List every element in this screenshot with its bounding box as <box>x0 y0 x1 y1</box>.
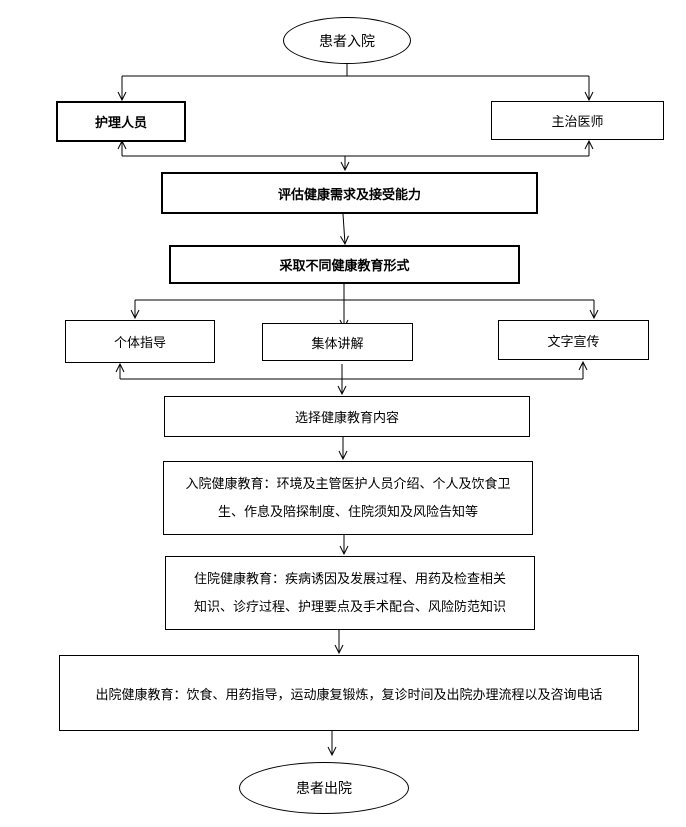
end-node: 患者出院 <box>239 762 409 814</box>
admission-line-2: 生、作息及陪探制度、住院须知及风险告知等 <box>217 505 478 520</box>
group-label: 集体讲解 <box>311 336 364 352</box>
admission-box: 入院健康教育：环境及主管医护人员介绍、个人及饮食卫 生、作息及陪探制度、住院须知… <box>163 461 533 535</box>
assess-box: 评估健康需求及接受能力 <box>161 172 538 214</box>
inpatient-line-1: 住院健康教育：疾病诱因及发展过程、用药及检查相关 <box>193 572 506 587</box>
nurse-box: 护理人员 <box>56 101 186 142</box>
nurse-label: 护理人员 <box>94 116 147 131</box>
inpatient-line-2: 知识、诊疗过程、护理要点及手术配合、风险防范知识 <box>193 600 506 615</box>
discharge-edu-box: 出院健康教育：饮食、用药指导，运动康复锻炼，复诊时间及出院办理流程以及咨询电话 <box>59 655 639 731</box>
written-box: 文字宣传 <box>498 320 649 360</box>
discharge-edu-label: 出院健康教育：饮食、用药指导，运动康复锻炼，复诊时间及出院办理流程以及咨询电话 <box>95 687 603 703</box>
start-node: 患者入院 <box>283 17 411 64</box>
inpatient-box: 住院健康教育：疾病诱因及发展过程、用药及检查相关 知识、诊疗过程、护理要点及手术… <box>165 556 535 630</box>
individual-box: 个体指导 <box>65 320 215 363</box>
assess-label: 评估健康需求及接受能力 <box>277 187 421 203</box>
start-label: 患者入院 <box>319 33 375 50</box>
individual-label: 个体指导 <box>113 336 166 351</box>
content-box: 选择健康教育内容 <box>164 396 530 437</box>
content-label: 选择健康教育内容 <box>294 411 399 426</box>
end-label: 患者出院 <box>296 781 352 797</box>
group-box: 集体讲解 <box>262 323 413 361</box>
method-box: 采取不同健康教育形式 <box>169 245 520 284</box>
admission-line-1: 入院健康教育：环境及主管医护人员介绍、个人及饮食卫 <box>185 477 511 492</box>
written-label: 文字宣传 <box>547 334 600 350</box>
method-label: 采取不同健康教育形式 <box>279 259 410 274</box>
doctor-box: 主治医师 <box>491 101 664 140</box>
doctor-label: 主治医师 <box>551 115 604 130</box>
